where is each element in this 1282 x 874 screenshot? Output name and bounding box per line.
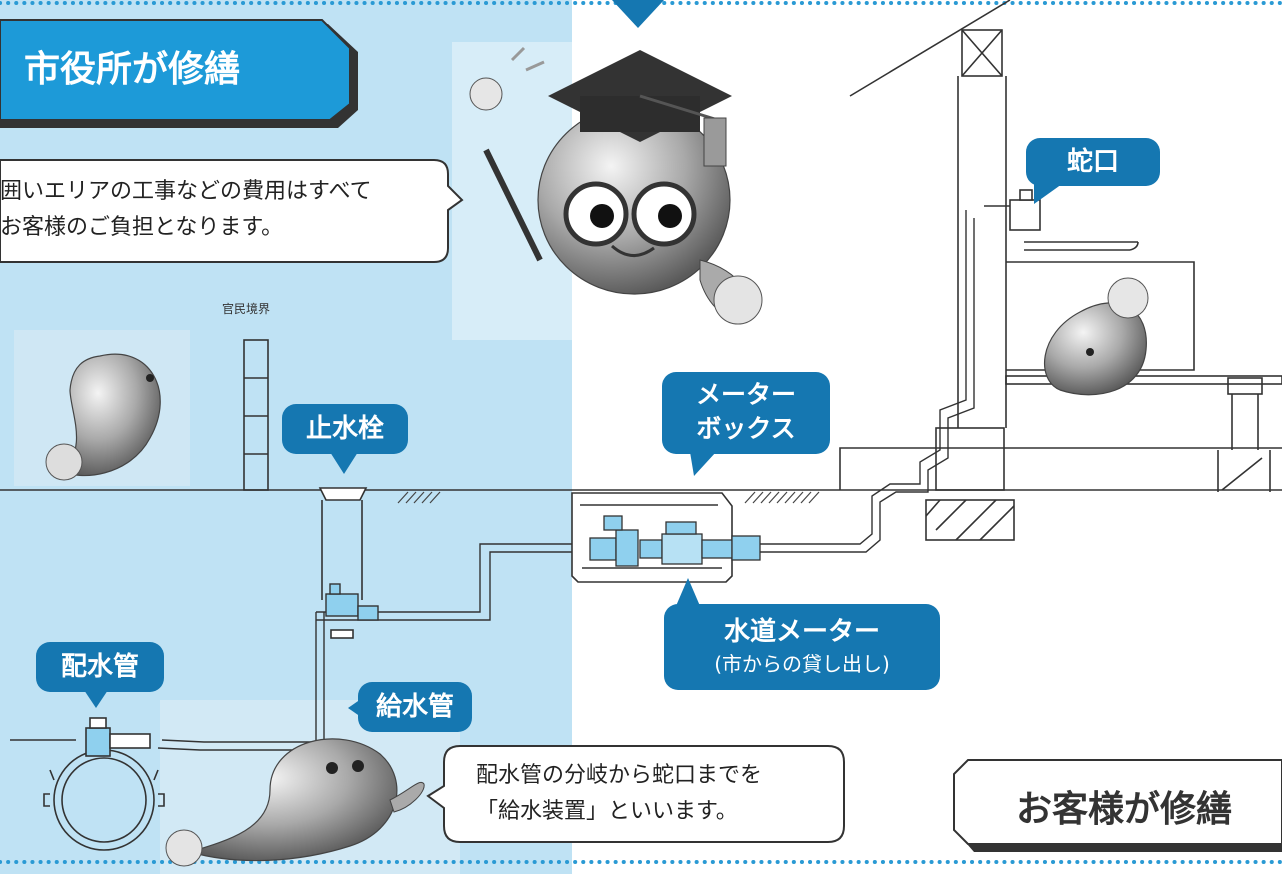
stopcock-fitting — [325, 583, 379, 621]
professor-mascot — [469, 46, 763, 325]
water-meter-tag-pointer — [676, 578, 700, 606]
customer-repair-title: お客様が修繕 — [1016, 789, 1233, 830]
top-pointer — [612, 0, 664, 28]
service-pipes — [157, 205, 1030, 751]
house-structure — [839, 0, 1282, 541]
cost-note-line1: 囲いエリアの工事などの費用はすべて — [0, 179, 372, 204]
meter-box-line1: メーター — [695, 380, 796, 409]
water-meter-tag: 水道メーター (市からの貸し出し) — [664, 604, 940, 690]
device-note-line2: 「給水装置」といいます。 — [476, 799, 738, 824]
device-note-bubble — [426, 745, 845, 843]
water-meter-line2: (市からの貸し出し) — [714, 652, 890, 676]
distribution-main — [10, 717, 165, 851]
boundary-label: 官民境界 — [222, 302, 271, 316]
water-meter-line1: 水道メーター — [723, 617, 880, 647]
boundary-post — [243, 339, 269, 491]
stopcock-tag: 止水栓 — [282, 404, 408, 454]
distribution-pipe-tag: 配水管 — [36, 642, 164, 692]
device-note-text: 配水管の分岐から蛇口までを 「給水装置」といいます。 — [476, 758, 762, 830]
meter-box-tag: メーター ボックス — [662, 372, 830, 454]
meter-assembly — [589, 515, 761, 567]
distribution-pipe-tag-pointer — [84, 690, 108, 708]
cost-note-text: 囲いエリアの工事などの費用はすべて お客様のご負担となります。 — [0, 174, 372, 246]
cost-note-bubble — [0, 159, 464, 263]
ground-hatch — [397, 491, 820, 504]
stopcock-shaft — [318, 487, 368, 639]
city-repair-tab — [0, 19, 358, 128]
faucet-tag-pointer — [1034, 184, 1062, 204]
bottom-mascot — [165, 738, 425, 867]
meter-box-tag-pointer — [690, 452, 716, 476]
left-mascot — [45, 353, 161, 481]
customer-repair-tab — [953, 759, 1282, 852]
city-repair-title: 市役所が修繕 — [24, 49, 241, 90]
device-note-line1: 配水管の分岐から蛇口までを — [476, 763, 763, 788]
service-pipe-tag: 給水管 — [358, 682, 472, 732]
stopcock-tag-pointer — [330, 452, 358, 474]
cost-note-line2: お客様のご負担となります。 — [0, 215, 284, 240]
faucet-tag: 蛇口 — [1026, 138, 1160, 186]
faucet-mascot — [1044, 277, 1149, 396]
meter-box-line2: ボックス — [696, 414, 796, 443]
